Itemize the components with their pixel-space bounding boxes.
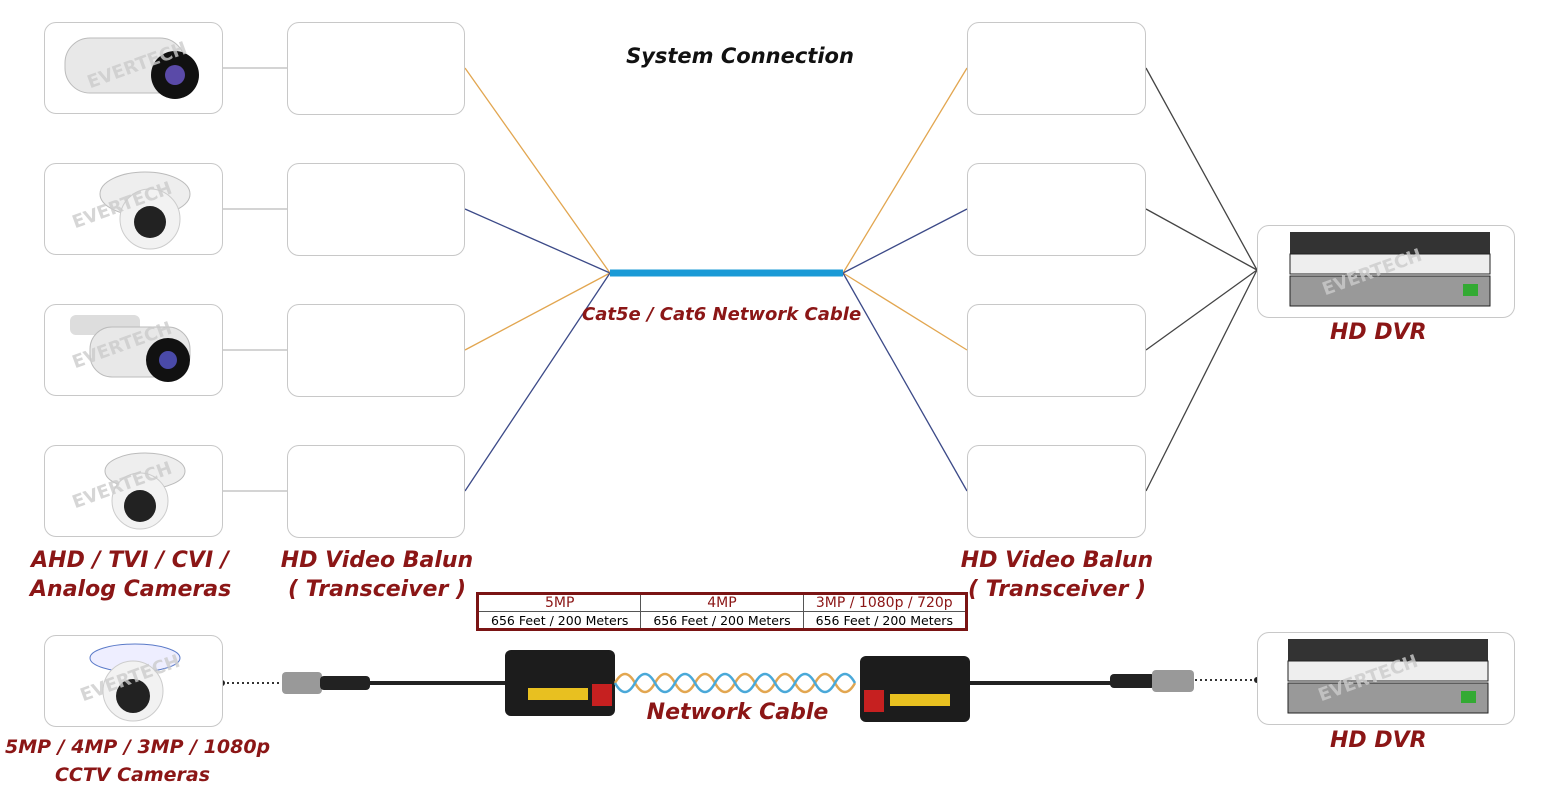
- bnc-connector-left-icon: [282, 672, 370, 694]
- label-line: 5MP / 4MP / 3MP / 1080p: [5, 736, 271, 758]
- dvr-label: HD DVR: [1330, 320, 1427, 345]
- balun-box: [967, 163, 1146, 256]
- dvr-link: [1145, 269, 1258, 351]
- balun-right-label: HD Video Balun ( Transceiver ): [957, 546, 1157, 604]
- balun-box: [967, 22, 1146, 115]
- label-line: HD Video Balun: [960, 548, 1154, 573]
- dvr-link: [1145, 269, 1258, 492]
- wire-left-3: [464, 272, 611, 351]
- label-line: CCTV Cameras: [54, 764, 211, 786]
- camera-box: [44, 304, 223, 396]
- bnc-connector-right-icon: [1110, 670, 1194, 692]
- balun-box: [287, 22, 465, 115]
- balun-box: [287, 445, 465, 538]
- label-line: AHD / TVI / CVI /: [31, 548, 229, 573]
- dvr-icon: [1287, 639, 1489, 714]
- balun-box: [967, 445, 1146, 538]
- table-row: 5MP 4MP 3MP / 1080p / 720p: [476, 593, 968, 612]
- wire-left-1: [464, 67, 611, 274]
- network-cable-label: Network Cable: [646, 700, 829, 725]
- wire-left-4: [464, 272, 611, 492]
- balun-left-label: HD Video Balun ( Transceiver ): [277, 546, 477, 604]
- dvr-link: [1145, 208, 1258, 271]
- dvr-box: [1257, 225, 1515, 318]
- dvr-label-bottom: HD DVR: [1330, 728, 1427, 753]
- cable-label: Cat5e / Cat6 Network Cable: [582, 304, 862, 325]
- spec-table: 5MP 4MP 3MP / 1080p / 720p 656 Feet / 20…: [476, 592, 968, 631]
- balun-box: [967, 304, 1146, 397]
- dvr-icon: [1289, 232, 1491, 307]
- label-line: HD Video Balun: [280, 548, 474, 573]
- wire-right-1: [842, 67, 968, 274]
- bullet-camera-icon: [70, 315, 191, 382]
- wire-left-2: [464, 208, 611, 274]
- table-header: 4MP: [640, 593, 804, 612]
- table-cell: 656 Feet / 200 Meters: [476, 611, 642, 630]
- dvr-link: [1145, 67, 1258, 271]
- label-line: ( Transceiver ): [967, 577, 1147, 602]
- dome-camera-icon: [104, 452, 186, 530]
- balun-box: [287, 304, 465, 397]
- balun-box: [287, 163, 465, 256]
- dvr-box: [1257, 632, 1515, 725]
- wire-right-2: [842, 208, 968, 274]
- label-line: ( Transceiver ): [287, 577, 467, 602]
- camera-box: [44, 163, 223, 255]
- table-row: 656 Feet / 200 Meters 656 Feet / 200 Met…: [476, 611, 968, 630]
- balun-device-right-icon: [860, 656, 970, 722]
- diagram-title: System Connection: [626, 44, 854, 68]
- dome-camera-icon: [99, 171, 191, 250]
- wire-right-4: [842, 272, 968, 492]
- camera-box: [44, 22, 223, 114]
- dome-camera-icon: [89, 643, 181, 722]
- label-line: Analog Cameras: [30, 577, 232, 602]
- wire-right-3: [842, 272, 968, 351]
- table-header: 5MP: [476, 593, 642, 612]
- table-cell: 656 Feet / 200 Meters: [640, 611, 804, 630]
- table-header: 3MP / 1080p / 720p: [802, 593, 968, 612]
- twisted-pair-blue: [613, 672, 857, 694]
- camera-box: [44, 635, 223, 727]
- camera-box: [44, 445, 223, 537]
- balun-device-left-icon: [505, 650, 615, 716]
- camera-types-label: AHD / TVI / CVI / Analog Cameras: [30, 546, 232, 604]
- table-cell: 656 Feet / 200 Meters: [802, 611, 968, 630]
- bullet-camera-icon: [64, 37, 199, 99]
